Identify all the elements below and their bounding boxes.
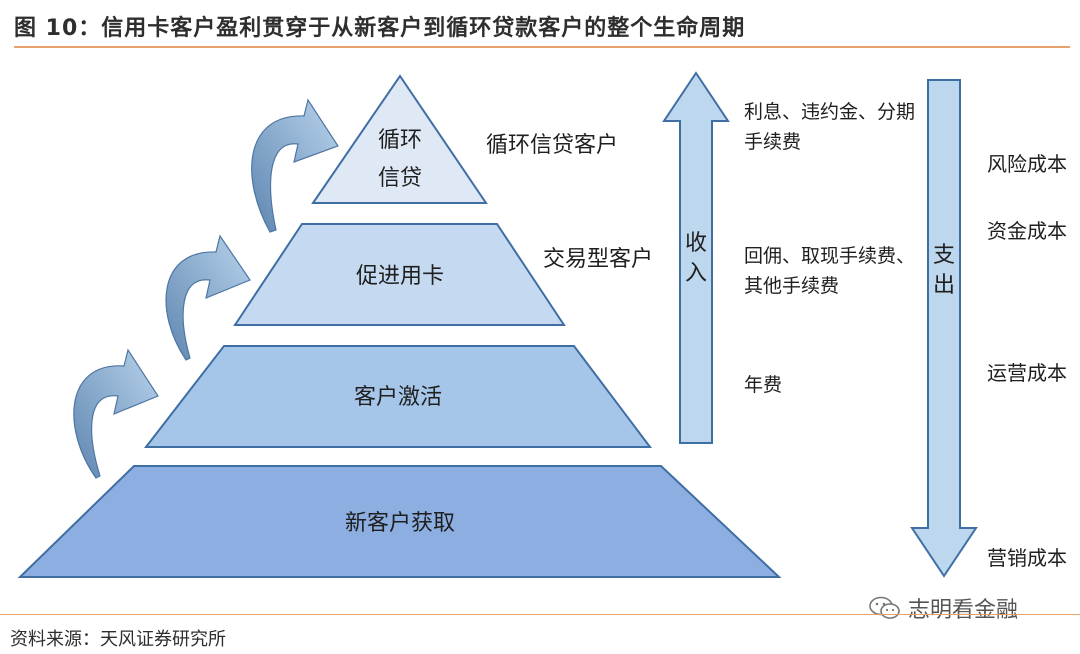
income-item-interest-line1: 利息、违约金、分期 bbox=[744, 101, 916, 123]
income-item-commission: 回佣、取现手续费、 其他手续费 bbox=[744, 241, 915, 301]
income-up-arrow bbox=[662, 71, 730, 444]
watermark: 志明看金融 bbox=[868, 592, 1018, 624]
tier-label-activation: 客户激活 bbox=[354, 385, 442, 410]
pyramid-tier-revolving bbox=[311, 74, 488, 204]
pyramid-tier-acquisition bbox=[17, 465, 782, 578]
tier-label-usage: 促进用卡 bbox=[356, 264, 444, 289]
income-item-interest: 利息、违约金、分期 手续费 bbox=[744, 97, 915, 157]
income-item-commission-line2: 其他手续费 bbox=[744, 275, 840, 297]
tier-label-acquisition: 新客户获取 bbox=[345, 511, 455, 536]
cost-funding: 资金成本 bbox=[987, 219, 1067, 243]
source-note: 资料来源：天风证券研究所 bbox=[10, 629, 226, 650]
title-divider bbox=[14, 46, 1070, 48]
cost-risk: 风险成本 bbox=[987, 152, 1067, 176]
income-label-2: 入 bbox=[685, 261, 707, 286]
cost-marketing: 营销成本 bbox=[987, 546, 1067, 570]
expense-label-1: 支 bbox=[933, 243, 955, 268]
customer-type-revolving: 循环信贷客户 bbox=[486, 133, 618, 158]
source-divider bbox=[0, 614, 1080, 615]
curve-arrow-acquisition-to-activation bbox=[73, 348, 159, 479]
tier-label-revolving-2: 信贷 bbox=[378, 166, 422, 191]
curve-arrow-activation-to-usage bbox=[165, 234, 251, 361]
expense-label-2: 出 bbox=[933, 273, 955, 298]
tier-label-revolving-1: 循环 bbox=[378, 128, 422, 153]
income-item-interest-line2: 手续费 bbox=[744, 131, 802, 153]
figure-title: 图 10：信用卡客户盈利贯穿于从新客户到循环贷款客户的整个生命周期 bbox=[14, 16, 746, 41]
customer-type-transactor: 交易型客户 bbox=[543, 247, 653, 272]
income-item-annual-fee-line1: 年费 bbox=[744, 374, 783, 396]
expense-down-arrow bbox=[910, 79, 978, 578]
pyramid-tier-usage bbox=[233, 223, 566, 326]
income-item-annual-fee: 年费 bbox=[744, 370, 782, 400]
cost-operation: 运营成本 bbox=[987, 361, 1067, 385]
income-item-commission-line1: 回佣、取现手续费、 bbox=[744, 245, 916, 267]
watermark-text: 志明看金融 bbox=[908, 598, 1019, 623]
income-label-1: 收 bbox=[685, 231, 707, 256]
wechat-icon bbox=[869, 596, 900, 619]
curve-arrow-usage-to-revolving bbox=[251, 98, 339, 233]
pyramid-tier-activation bbox=[143, 345, 653, 448]
